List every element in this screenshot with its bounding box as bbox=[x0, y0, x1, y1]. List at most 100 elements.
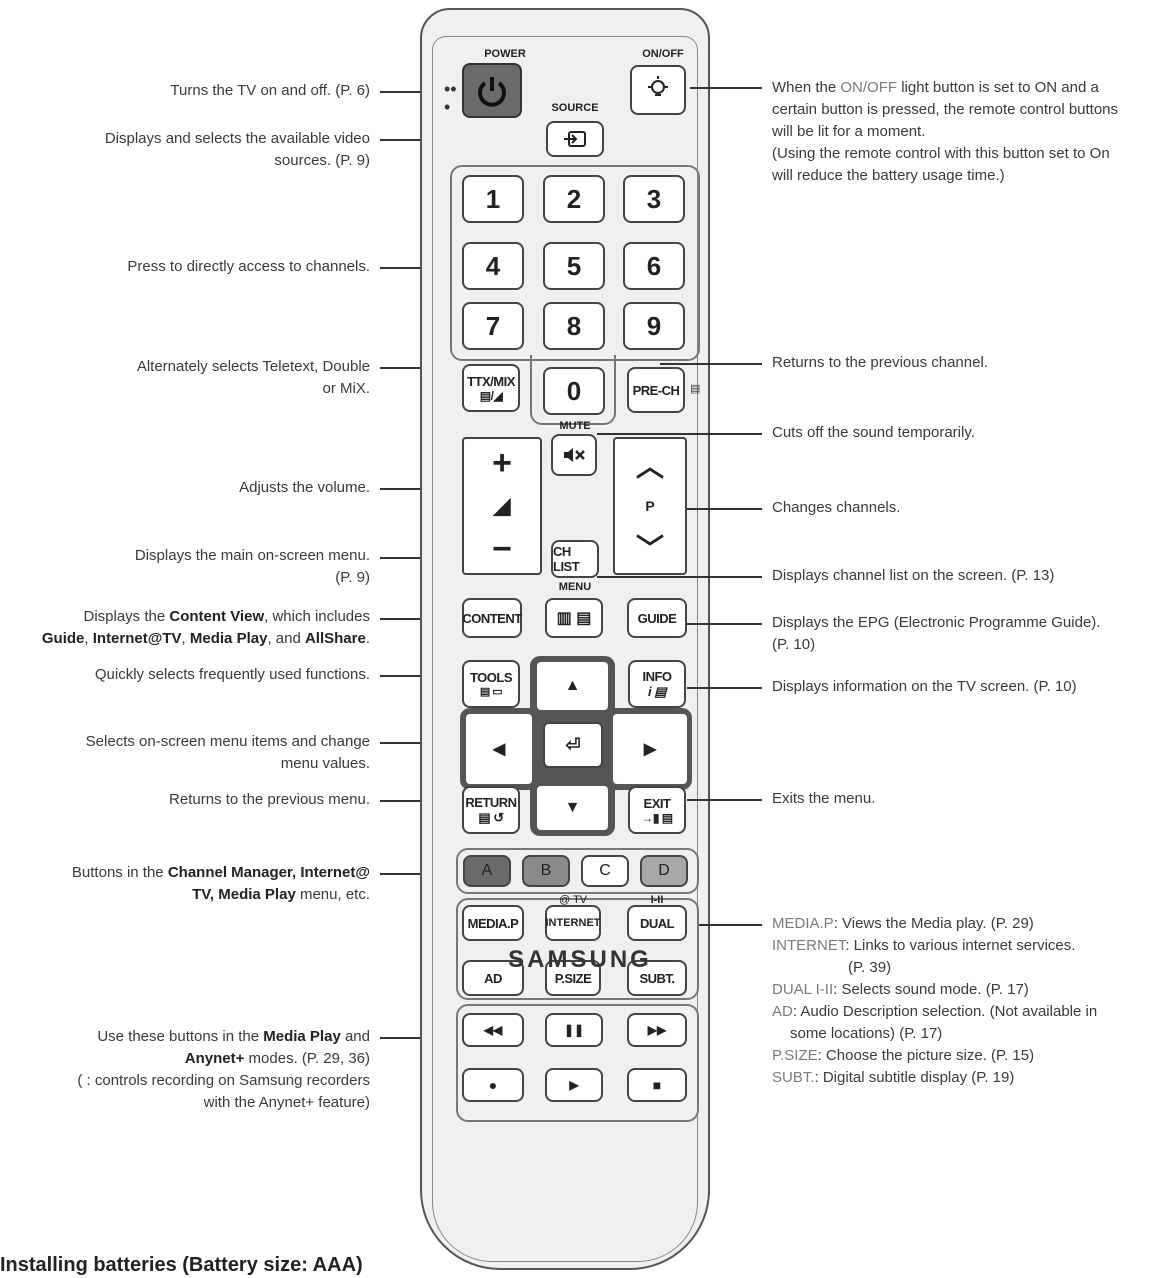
number-5-button[interactable]: 5 bbox=[543, 242, 605, 290]
function-buttons-group bbox=[456, 898, 699, 1000]
chlist-annotation: Displays channel list on the screen. (P.… bbox=[772, 567, 1055, 584]
dual-top-label: I-II bbox=[650, 894, 664, 906]
mute-icon bbox=[564, 448, 585, 462]
return-button[interactable]: RETURN ▤ ↺ bbox=[462, 786, 520, 834]
subt-button[interactable]: SUBT. bbox=[627, 960, 687, 996]
content-button[interactable]: CONTENT bbox=[462, 598, 522, 638]
teletext-icon: ▤/◢ bbox=[479, 388, 503, 403]
guide-button[interactable]: GUIDE bbox=[627, 598, 687, 638]
p-size-button[interactable]: P.SIZE bbox=[545, 960, 601, 996]
leader-line bbox=[699, 924, 762, 926]
pre-ch-button[interactable]: PRE-CH bbox=[627, 367, 685, 413]
source-button[interactable] bbox=[546, 121, 604, 157]
color-d-button[interactable]: D bbox=[640, 855, 688, 887]
source-label: SOURCE bbox=[551, 102, 599, 114]
volume-down-icon: − bbox=[492, 530, 512, 569]
return-annotation: Returns to the previous menu. bbox=[169, 791, 370, 808]
channel-p-label: P bbox=[645, 497, 655, 514]
ttx-mix-button[interactable]: TTX/MIX ▤/◢ bbox=[462, 364, 520, 412]
right-arrow-button[interactable]: ▶ bbox=[613, 714, 687, 784]
onoff-annotation: When the ON/OFF light button is set to O… bbox=[772, 79, 1119, 184]
power-icon bbox=[478, 76, 506, 107]
info-icon: i ▤ bbox=[647, 683, 667, 699]
color-buttons-group bbox=[456, 848, 699, 894]
dual-button[interactable]: DUAL bbox=[627, 905, 687, 941]
channel-rocker[interactable]: ︿ P ﹀ bbox=[613, 437, 687, 575]
tools-button[interactable]: TOOLS ▤ ▭ bbox=[462, 660, 520, 708]
fast-forward-button[interactable]: ▶▶ bbox=[627, 1013, 687, 1047]
nav-annotation: Selects on-screen menu items and change … bbox=[85, 733, 370, 772]
onoff-button[interactable] bbox=[630, 65, 686, 115]
exit-annotation: Exits the menu. bbox=[772, 790, 876, 807]
number-9-button[interactable]: 9 bbox=[623, 302, 685, 350]
volume-rocker[interactable]: + ◢ − bbox=[462, 437, 542, 575]
color-c-button[interactable]: C bbox=[581, 855, 629, 887]
menu-button[interactable]: ▥ ▤ bbox=[545, 598, 603, 638]
ttx-annotation: Alternately selects Teletext, Double or … bbox=[136, 358, 370, 397]
number-6-button[interactable]: 6 bbox=[623, 242, 685, 290]
media-p-button[interactable]: MEDIA.P bbox=[462, 905, 524, 941]
ad-button[interactable]: AD bbox=[462, 960, 524, 996]
menu-label: MENU bbox=[558, 581, 592, 593]
rewind-button[interactable]: ◀◀ bbox=[462, 1013, 524, 1047]
leader-line bbox=[687, 799, 762, 801]
exit-button[interactable]: EXIT →▮ ▤ bbox=[628, 786, 686, 834]
channel-up-icon: ︿ bbox=[635, 451, 664, 483]
zero-group bbox=[530, 355, 616, 425]
down-arrow-button[interactable]: ▼ bbox=[537, 786, 608, 830]
leader-line bbox=[687, 687, 762, 689]
up-arrow-icon: ▲ bbox=[564, 677, 581, 694]
up-arrow-button[interactable]: ▲ bbox=[537, 662, 608, 710]
leader-line bbox=[597, 433, 762, 435]
mute-button[interactable] bbox=[551, 434, 597, 476]
play-button[interactable]: ▶ bbox=[545, 1068, 603, 1102]
mute-annotation: Cuts off the sound temporarily. bbox=[772, 424, 975, 441]
channel-annotation: Changes channels. bbox=[772, 499, 901, 516]
number-1-button[interactable]: 1 bbox=[462, 175, 524, 223]
exit-icon: →▮ ▤ bbox=[641, 810, 673, 825]
mute-label: MUTE bbox=[559, 420, 591, 432]
number-4-button[interactable]: 4 bbox=[462, 242, 524, 290]
leader-line bbox=[597, 576, 762, 578]
function-list: MEDIA.P: Views the Media play. (P. 29) I… bbox=[772, 915, 1098, 1086]
menu-grid-icon: ▥ ▤ bbox=[556, 610, 592, 627]
pause-button[interactable]: ❚❚ bbox=[545, 1013, 603, 1047]
info-button[interactable]: INFO i ▤ bbox=[628, 660, 686, 708]
down-arrow-icon: ▼ bbox=[564, 799, 581, 816]
power-label: POWER bbox=[484, 48, 526, 60]
number-7-button[interactable]: 7 bbox=[462, 302, 524, 350]
number-pad-group bbox=[450, 165, 700, 361]
right-arrow-icon: ▶ bbox=[643, 741, 657, 758]
menu-annotation: Displays the main on-screen menu. (P. 9) bbox=[134, 547, 370, 586]
number-8-button[interactable]: 8 bbox=[543, 302, 605, 350]
record-dot-icon: ● bbox=[488, 1077, 498, 1093]
power-button[interactable] bbox=[462, 63, 522, 118]
tools-icon: ▤ ▭ bbox=[479, 686, 503, 698]
braille-dots: ••• bbox=[444, 79, 457, 117]
media-controls-group bbox=[456, 1004, 699, 1122]
volume-wedge-icon: ◢ bbox=[493, 492, 511, 518]
section-heading: Installing batteries (Battery size: AAA) bbox=[0, 1254, 363, 1276]
left-arrow-icon: ◀ bbox=[492, 741, 506, 758]
number-3-button[interactable]: 3 bbox=[623, 175, 685, 223]
leader-line bbox=[690, 87, 762, 89]
number-0-button[interactable]: 0 bbox=[543, 367, 605, 415]
stop-button[interactable]: ■ bbox=[627, 1068, 687, 1102]
return-icon: ▤ ↺ bbox=[478, 809, 504, 825]
enter-button[interactable]: ⏎ bbox=[543, 722, 603, 768]
prech-annotation: Returns to the previous channel. bbox=[772, 354, 988, 371]
left-arrow-button[interactable]: ◀ bbox=[466, 714, 532, 784]
leader-line bbox=[380, 873, 456, 875]
ch-list-button[interactable]: CH LIST bbox=[551, 540, 599, 578]
remote-inner-outline bbox=[432, 36, 698, 1262]
info-annotation: Displays information on the TV screen. (… bbox=[772, 678, 1077, 695]
record-button[interactable]: ● bbox=[462, 1068, 524, 1102]
color-a-button[interactable]: A bbox=[463, 855, 511, 887]
leader-line bbox=[687, 508, 762, 510]
fast-forward-icon: ▶▶ bbox=[647, 1023, 667, 1037]
stop-icon: ■ bbox=[652, 1077, 662, 1093]
internet-button[interactable]: INTERNET bbox=[545, 905, 601, 941]
color-b-button[interactable]: B bbox=[522, 855, 570, 887]
content-annotation: Displays the Content View, which include… bbox=[41, 608, 370, 647]
number-2-button[interactable]: 2 bbox=[543, 175, 605, 223]
